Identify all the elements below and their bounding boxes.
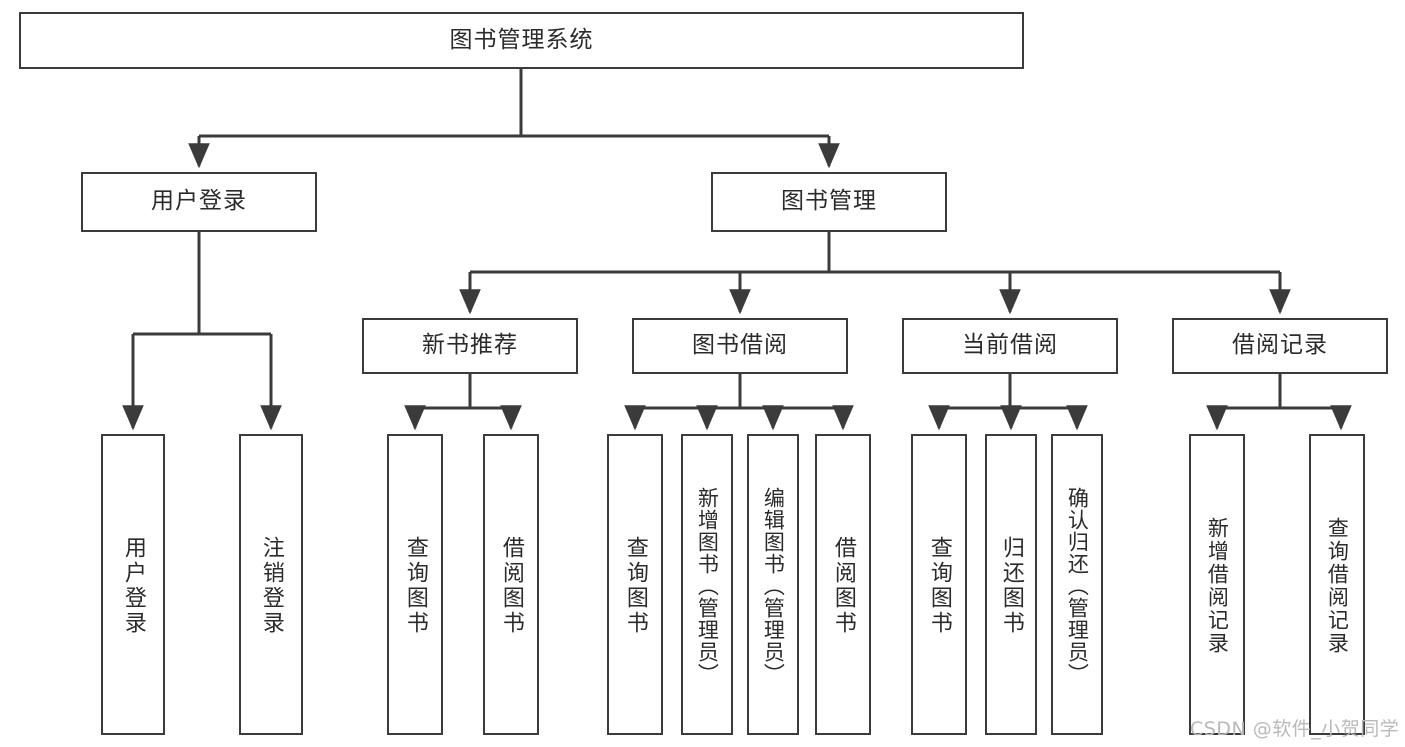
leaf-query-book-borrow[interactable]: 查询图书 bbox=[607, 434, 663, 735]
node-new-book-recommend[interactable]: 新书推荐 bbox=[362, 318, 578, 374]
leaf-add-book-admin-label: 新增图书（管理员） bbox=[695, 486, 720, 685]
leaf-query-book-recommend-label: 查询图书 bbox=[402, 535, 428, 636]
leaf-edit-book-admin[interactable]: 编辑图书（管理员） bbox=[747, 434, 799, 735]
leaf-query-book-current-label: 查询图书 bbox=[926, 535, 952, 636]
leaf-user-logout-label: 注销登录 bbox=[258, 535, 284, 636]
leaf-borrow-book-recommend[interactable]: 借阅图书 bbox=[483, 434, 539, 735]
leaf-user-logout[interactable]: 注销登录 bbox=[239, 434, 303, 735]
node-current-borrow-label: 当前借阅 bbox=[962, 332, 1058, 359]
leaf-query-borrow-record-label: 查询借阅记录 bbox=[1325, 516, 1350, 655]
node-current-borrow[interactable]: 当前借阅 bbox=[902, 318, 1118, 374]
node-borrow-records[interactable]: 借阅记录 bbox=[1172, 318, 1388, 374]
leaf-query-book-current[interactable]: 查询图书 bbox=[911, 434, 967, 735]
leaf-confirm-return-admin[interactable]: 确认归还（管理员） bbox=[1051, 434, 1103, 735]
leaf-return-book[interactable]: 归还图书 bbox=[985, 434, 1037, 735]
leaf-add-book-admin[interactable]: 新增图书（管理员） bbox=[681, 434, 733, 735]
node-root[interactable]: 图书管理系统 bbox=[19, 12, 1024, 69]
leaf-return-book-label: 归还图书 bbox=[998, 535, 1024, 636]
leaf-add-borrow-record[interactable]: 新增借阅记录 bbox=[1189, 434, 1245, 735]
leaf-borrow-book-recommend-label: 借阅图书 bbox=[498, 535, 524, 636]
node-book-management[interactable]: 图书管理 bbox=[711, 172, 947, 232]
leaf-query-book-recommend[interactable]: 查询图书 bbox=[387, 434, 443, 735]
leaf-query-book-borrow-label: 查询图书 bbox=[622, 535, 648, 636]
node-borrow-records-label: 借阅记录 bbox=[1232, 332, 1328, 359]
watermark-text: CSDN @软件_小贺同学 bbox=[1190, 718, 1400, 740]
leaf-confirm-return-admin-label: 确认归还（管理员） bbox=[1065, 486, 1090, 685]
leaf-query-borrow-record[interactable]: 查询借阅记录 bbox=[1309, 434, 1365, 735]
node-new-book-recommend-label: 新书推荐 bbox=[422, 332, 518, 359]
node-root-label: 图书管理系统 bbox=[449, 26, 594, 53]
leaf-add-borrow-record-label: 新增借阅记录 bbox=[1205, 516, 1230, 655]
leaf-borrow-book[interactable]: 借阅图书 bbox=[815, 434, 871, 735]
node-book-borrow[interactable]: 图书借阅 bbox=[632, 318, 848, 374]
node-book-management-label: 图书管理 bbox=[781, 188, 877, 215]
node-book-borrow-label: 图书借阅 bbox=[692, 332, 788, 359]
leaf-user-login[interactable]: 用户登录 bbox=[101, 434, 165, 735]
leaf-edit-book-admin-label: 编辑图书（管理员） bbox=[761, 486, 786, 685]
node-user-login[interactable]: 用户登录 bbox=[81, 172, 317, 232]
node-user-login-label: 用户登录 bbox=[151, 188, 247, 215]
leaf-borrow-book-label: 借阅图书 bbox=[830, 535, 856, 636]
leaf-user-login-label: 用户登录 bbox=[120, 535, 146, 636]
